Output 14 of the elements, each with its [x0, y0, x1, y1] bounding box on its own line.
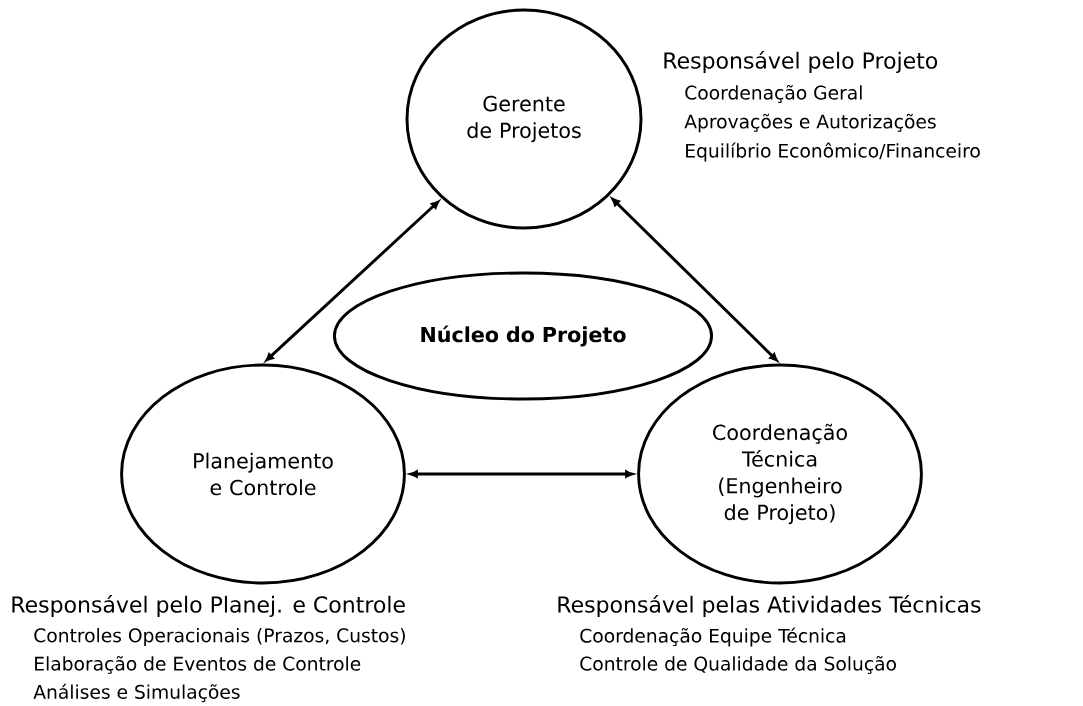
duty-item: Controle de Qualidade da Solução — [580, 655, 896, 675]
role-heading: Responsável pelas Atividades Técnicas — [558, 594, 981, 618]
duty-item: Coordenação Equipe Técnica — [580, 627, 846, 647]
role-heading: Responsável pelo Projeto — [664, 50, 938, 74]
arrow — [611, 197, 778, 362]
duty-item: Elaboração de Eventos de Controle — [35, 655, 361, 675]
role-heading: Responsável pelo Planej. e Controle — [12, 594, 405, 618]
duty-item: Aprovações e Autorizações — [684, 113, 936, 133]
duty-item: Controles Operacionais (Prazos, Custos) — [34, 627, 405, 647]
duty-item: Coordenação Geral — [685, 84, 862, 104]
duty-item: Equilíbrio Econômico/Financeiro — [686, 142, 980, 162]
arrow — [265, 200, 440, 362]
arrow — [409, 470, 634, 478]
duty-item: Análises e Simulações — [33, 683, 240, 703]
